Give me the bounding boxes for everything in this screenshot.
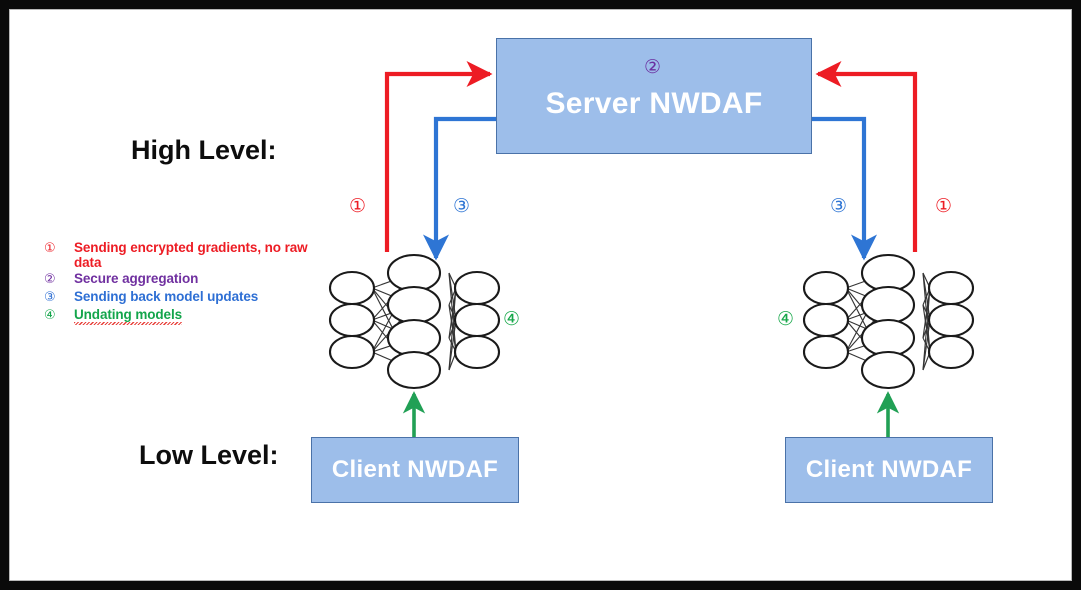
legend-marker-4: ④: [44, 308, 56, 323]
client-nwdaf-box-right[interactable]: Client NWDAF: [785, 437, 993, 503]
marker-step-4-left: ④: [503, 308, 521, 330]
neural-network-right: [802, 253, 975, 390]
neural-network-left: [328, 253, 501, 390]
arrow-download-right: [812, 116, 878, 261]
legend: ① Sending encrypted gradients, no raw da…: [44, 240, 314, 325]
low-level-heading: Low Level:: [139, 440, 279, 470]
server-nwdaf-box[interactable]: Server NWDAF: [496, 38, 812, 154]
arrow-upload-left: [384, 60, 493, 252]
marker-step-1-left: ①: [349, 195, 367, 217]
arrow-upload-right: [815, 60, 918, 252]
marker-step-3-left: ③: [453, 195, 471, 217]
client-nwdaf-label-left: Client NWDAF: [331, 455, 499, 483]
legend-label-2: Secure aggregation: [74, 271, 199, 286]
legend-label-4: Undating models: [74, 307, 183, 325]
client-nwdaf-label-right: Client NWDAF: [805, 455, 973, 483]
legend-marker-3: ③: [44, 290, 56, 305]
marker-step-2: ②: [644, 56, 662, 78]
high-level-heading: High Level:: [131, 135, 277, 165]
legend-marker-2: ②: [44, 272, 56, 287]
server-nwdaf-label: Server NWDAF: [545, 86, 763, 120]
legend-label-3: Sending back model updates: [74, 289, 259, 304]
marker-step-4-right: ④: [777, 308, 795, 330]
client-nwdaf-box-left[interactable]: Client NWDAF: [311, 437, 519, 503]
marker-step-1-right: ①: [935, 195, 953, 217]
marker-step-3-right: ③: [830, 195, 848, 217]
legend-label-1: Sending encrypted gradients, no raw data: [74, 240, 308, 270]
legend-item: ④ Undating models: [44, 307, 314, 325]
arrow-download-left: [422, 116, 496, 261]
legend-marker-1: ①: [44, 241, 56, 256]
legend-item: ③ Sending back model updates: [44, 289, 314, 306]
legend-item: ② Secure aggregation: [44, 271, 314, 288]
legend-item: ① Sending encrypted gradients, no raw da…: [44, 240, 314, 270]
